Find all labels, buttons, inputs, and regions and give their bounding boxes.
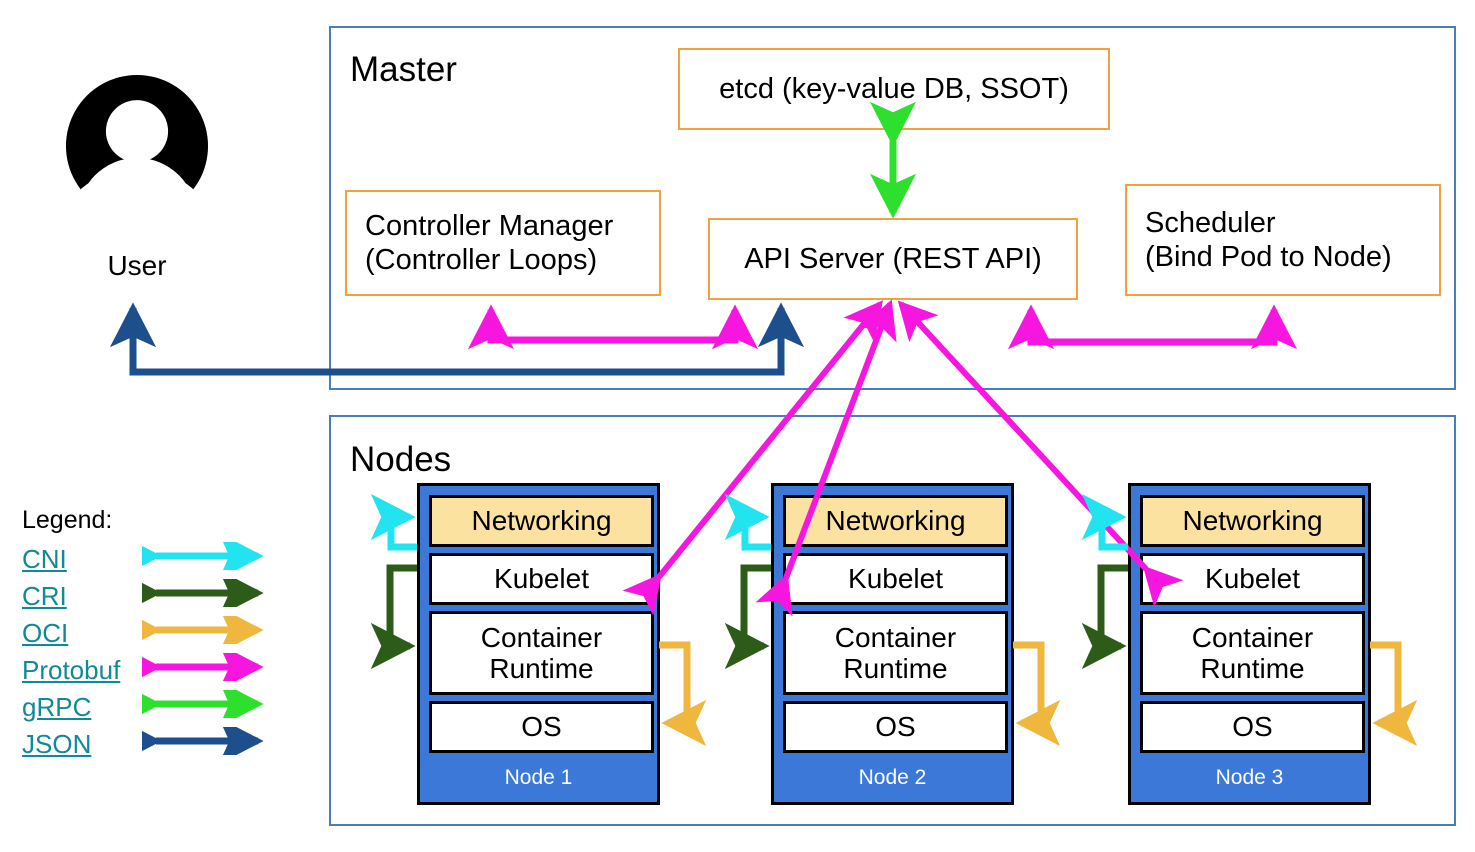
node-2-layer-container-runtime[interactable]: Container Runtime (783, 611, 1008, 695)
node-1-os-label: OS (521, 711, 562, 743)
legend-swatch-json (116, 717, 272, 765)
node-2-layer-networking[interactable]: Networking (783, 495, 1008, 547)
scheduler-label: Scheduler (Bind Pod to Node) (1145, 206, 1392, 273)
legend-item-oci: OCI (22, 606, 264, 654)
node-2-name: Node 2 (858, 766, 927, 789)
node-1-kubelet-label: Kubelet (494, 563, 589, 595)
node-1-layer-kubelet[interactable]: Kubelet (429, 553, 654, 605)
user-avatar-svg (65, 74, 209, 229)
nodes-group-title: Nodes (350, 440, 452, 479)
etcd-box[interactable]: etcd (key-value DB, SSOT) (678, 48, 1110, 130)
legend-label-grpc[interactable]: gRPC (22, 692, 92, 722)
user-label: User (107, 250, 167, 281)
node-3-os-label: OS (1232, 711, 1273, 743)
node-3-container-runtime-label: Container Runtime (1191, 621, 1314, 684)
legend-label-protobuf[interactable]: Protobuf (22, 655, 121, 685)
node-1-name: Node 1 (504, 766, 573, 789)
node-1-container-runtime-label: Container Runtime (480, 621, 603, 684)
legend-label-cri[interactable]: CRI (22, 581, 67, 611)
legend-item-protobuf: Protobuf (22, 643, 264, 691)
scheduler-box[interactable]: Scheduler (Bind Pod to Node) (1125, 184, 1441, 296)
node-1-layer-networking[interactable]: Networking (429, 495, 654, 547)
node-3-layer-networking[interactable]: Networking (1140, 495, 1365, 547)
legend-swatch-grpc (116, 680, 272, 728)
legend-item-grpc: gRPC (22, 680, 264, 728)
node-3-name: Node 3 (1215, 766, 1284, 789)
node-card-2[interactable]: Networking Kubelet Container Runtime OS … (771, 483, 1014, 805)
legend-title: Legend: (22, 506, 113, 534)
legend-item-cri: CRI (22, 569, 264, 617)
legend-swatch-oci (116, 606, 272, 654)
node-3-kubelet-label: Kubelet (1205, 563, 1300, 595)
legend-label-cni[interactable]: CNI (22, 544, 67, 574)
legend-item-cni: CNI (22, 532, 264, 580)
api-server-box[interactable]: API Server (REST API) (708, 218, 1078, 300)
node-card-1[interactable]: Networking Kubelet Container Runtime OS … (417, 483, 660, 805)
node-2-layer-os[interactable]: OS (783, 701, 1008, 753)
node-1-networking-label: Networking (471, 505, 612, 537)
legend-swatch-protobuf (116, 643, 272, 691)
master-group-title: Master (350, 50, 457, 89)
node-1-layer-container-runtime[interactable]: Container Runtime (429, 611, 654, 695)
legend-swatch-cni (116, 532, 272, 580)
node-3-layer-container-runtime[interactable]: Container Runtime (1140, 611, 1365, 695)
node-2-networking-label: Networking (825, 505, 966, 537)
node-1-layer-os[interactable]: OS (429, 701, 654, 753)
legend-swatch-cri (116, 569, 272, 617)
node-card-3[interactable]: Networking Kubelet Container Runtime OS … (1128, 483, 1371, 805)
controller-manager-box[interactable]: Controller Manager (Controller Loops) (345, 190, 661, 296)
node-2-kubelet-label: Kubelet (848, 563, 943, 595)
legend: Legend: CNI CRI OCI (0, 506, 280, 765)
etcd-label: etcd (key-value DB, SSOT) (719, 72, 1069, 105)
api-server-label: API Server (REST API) (744, 242, 1042, 275)
legend-label-json[interactable]: JSON (22, 729, 92, 759)
node-2-os-label: OS (875, 711, 916, 743)
node-2-container-runtime-label: Container Runtime (834, 621, 957, 684)
node-3-layer-kubelet[interactable]: Kubelet (1140, 553, 1365, 605)
legend-item-json: JSON (22, 717, 264, 765)
node-3-layer-os[interactable]: OS (1140, 701, 1365, 753)
user-avatar-icon (63, 72, 211, 229)
controller-manager-label: Controller Manager (Controller Loops) (365, 209, 614, 276)
node-3-networking-label: Networking (1182, 505, 1323, 537)
node-2-layer-kubelet[interactable]: Kubelet (783, 553, 1008, 605)
legend-label-oci[interactable]: OCI (22, 618, 69, 648)
